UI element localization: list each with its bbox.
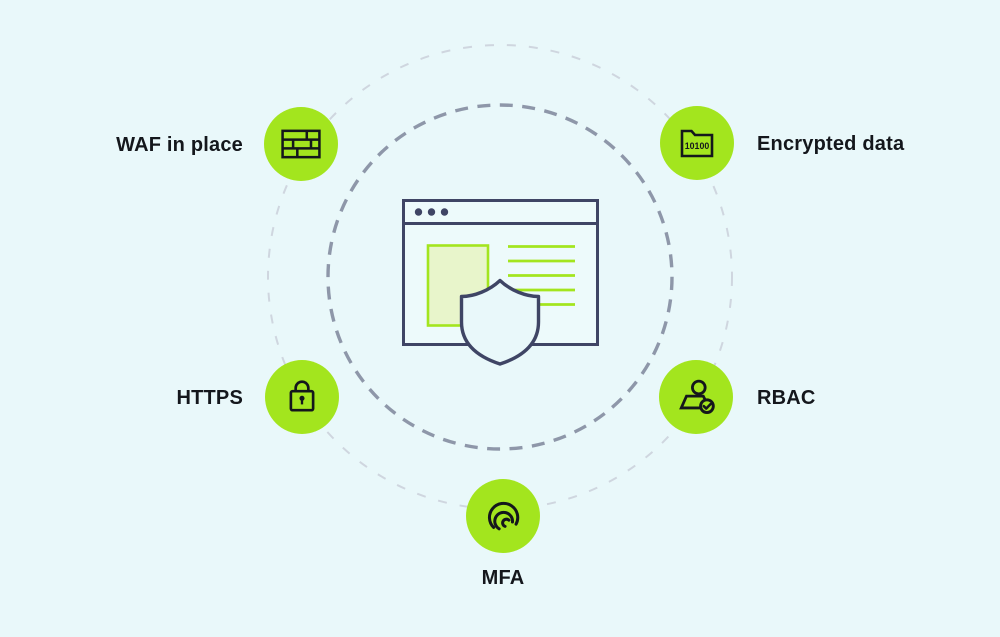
window-dot (414, 208, 423, 216)
node-https (265, 360, 339, 434)
window-dot (427, 208, 436, 216)
node-encrypted-data: 10100 (660, 106, 734, 180)
folder-binary-icon: 10100 (680, 129, 714, 158)
inner-dashed-ring (326, 103, 674, 451)
user-check-icon (679, 379, 715, 414)
rbac-label: RBAC (757, 387, 816, 409)
brick-wall-icon (281, 129, 321, 159)
https-label: HTTPS (176, 387, 243, 409)
browser-window-icon (402, 199, 599, 346)
encrypted-data-label: Encrypted data (757, 133, 905, 155)
page-text-lines (508, 245, 575, 306)
check-mark (702, 402, 712, 410)
padlock-icon (289, 380, 315, 412)
waf-label: WAF in place (116, 134, 243, 156)
node-mfa (466, 479, 540, 553)
outer-dashed-ring (267, 44, 733, 510)
node-waf (264, 107, 338, 181)
shield-icon (459, 278, 541, 366)
mfa-label: MFA (481, 567, 525, 589)
node-rbac (659, 360, 733, 434)
window-dot (440, 208, 449, 216)
binary-text: 10100 (685, 141, 710, 151)
fingerprint-icon (487, 501, 519, 530)
